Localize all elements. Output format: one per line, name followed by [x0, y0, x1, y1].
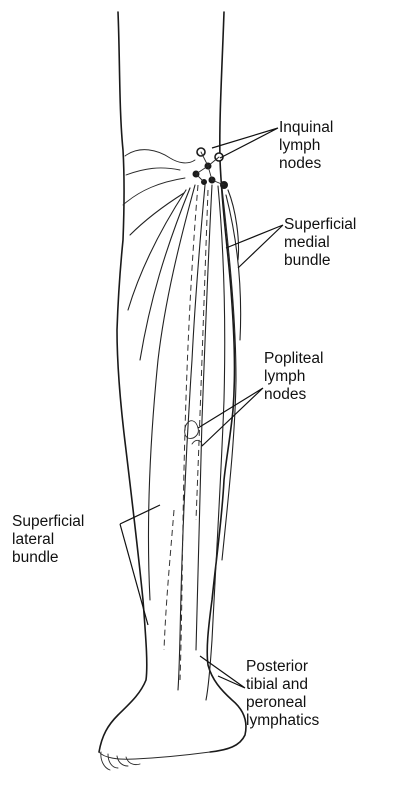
posterior-tibial-peroneal-lymphatics-label: Posterior tibial and peroneal lymphatics — [246, 658, 319, 730]
superficial-lateral-bundle-label: Superficial lateral bundle — [12, 513, 84, 567]
superficial-medial-bundle-label: Superficial medial bundle — [284, 216, 356, 270]
inguinal-lymph-nodes-label: Inquinal lymph nodes — [279, 119, 333, 173]
label-leader-lines — [120, 128, 283, 688]
inguinal-node-cluster — [193, 148, 228, 189]
posterior-tibial-leader — [200, 656, 245, 688]
popliteal-lymph-nodes-label: Popliteal lymph nodes — [264, 350, 323, 404]
superficial-medial-leader — [226, 225, 283, 268]
